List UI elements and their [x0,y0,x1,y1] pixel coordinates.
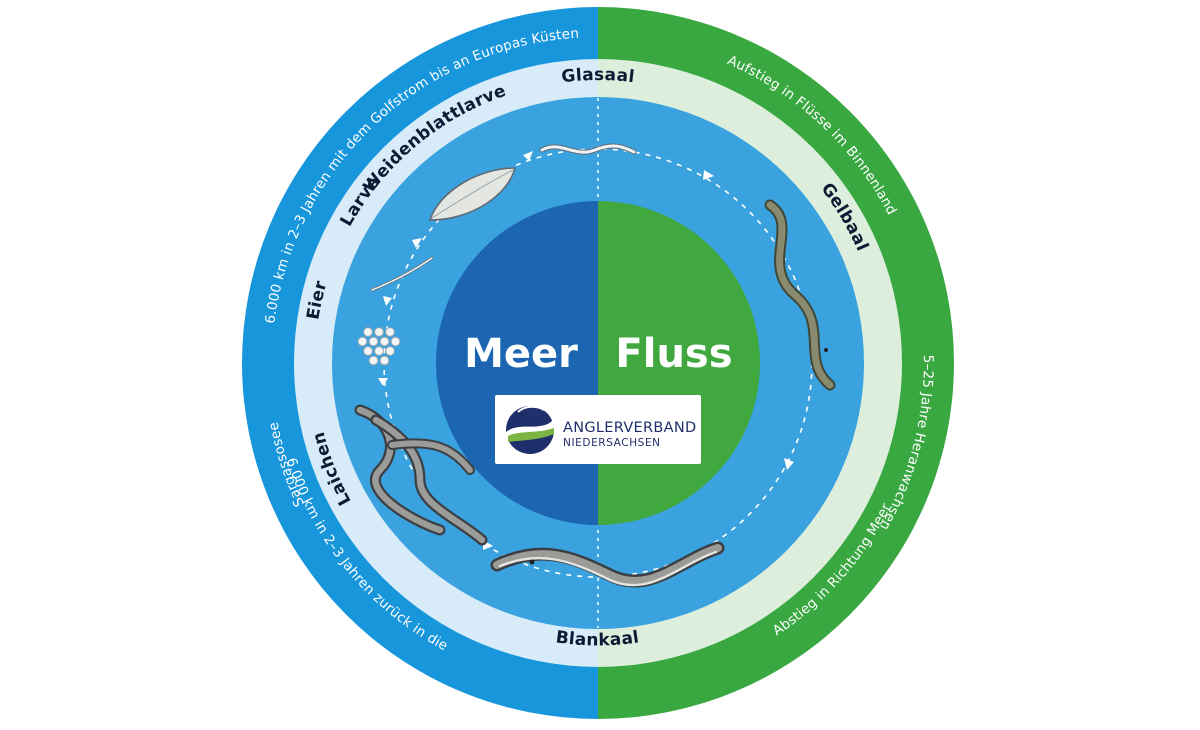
stage-label-blankaal: Blankaal [555,627,641,650]
egg [357,336,368,347]
egg [390,336,401,347]
egg [368,336,379,347]
leaf-larva-icon [428,167,517,221]
eel-icon [764,199,836,391]
eel-icon [539,143,637,155]
eel-icon [354,404,488,546]
egg [374,327,384,337]
arrow-icons [378,151,794,550]
egg [363,327,373,337]
arrow-icon [378,378,388,386]
egg-cluster-icon [357,327,401,366]
arrow-icon [703,170,714,180]
egg [368,355,379,366]
stage-label-glasaal: Glasaal [560,65,635,87]
eel-icon [490,541,725,588]
egg [379,355,390,366]
arrow-icon [383,296,392,306]
logo-text-line1: ANGLERVERBAND [563,420,696,436]
egg [374,346,384,356]
egg [385,346,395,356]
center-label-fluss: Fluss [615,331,732,377]
logo: ANGLERVERBAND NIEDERSACHSEN [495,395,701,464]
egg [363,346,373,356]
arrow-icon [412,238,422,248]
arrow-icon [523,151,533,161]
egg [379,336,390,347]
egg [385,327,395,337]
arrow-icon [784,458,794,470]
larva-icon [370,256,434,292]
center-label-meer: Meer [464,331,578,377]
logo-text-line2: NIEDERSACHSEN [563,437,661,449]
logo-icon [506,405,554,454]
